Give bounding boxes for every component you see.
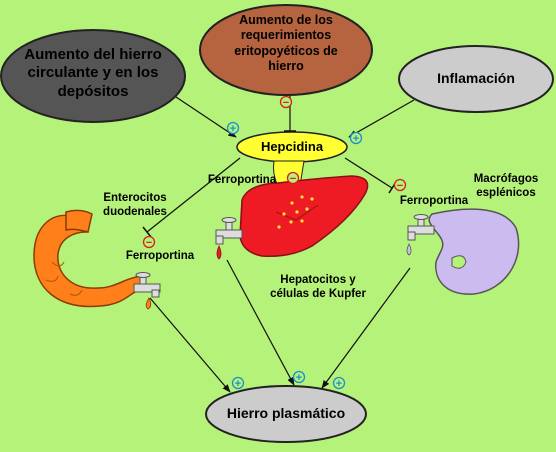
arrow-iron-to-hepcidin xyxy=(175,96,237,138)
svg-text:−: − xyxy=(283,97,289,109)
svg-text:+: + xyxy=(353,133,359,145)
arrow-liver-to-plasma xyxy=(226,259,295,386)
inhibit-hepcidin-to-enterocyte xyxy=(146,157,241,233)
svg-text:+: + xyxy=(296,372,302,384)
minus-sign-macrophage: − xyxy=(393,178,407,192)
macrophages-label: Macrófagos esplénicos xyxy=(473,173,539,200)
intestine-tap-icon xyxy=(133,272,161,310)
inhibit-bar-enterocyte xyxy=(142,226,152,238)
plus-sign-iron-stores: + xyxy=(226,121,240,135)
ferroportin-center-label: Ferroportina xyxy=(207,174,277,186)
erythropoietic-node xyxy=(199,4,373,96)
hepcidin-label: Hepcidina xyxy=(260,139,324,154)
enterocytes-label: Enterocitos duodenales xyxy=(103,192,167,219)
svg-text:+: + xyxy=(235,378,241,390)
intestine-organ xyxy=(33,209,143,308)
minus-sign-liver: − xyxy=(286,171,300,185)
svg-text:−: − xyxy=(146,237,152,249)
liver-tap-icon xyxy=(215,217,243,260)
minus-sign-erythropoietic: − xyxy=(279,95,293,109)
plus-sign-spleen: + xyxy=(332,376,346,390)
plus-sign-intestine: + xyxy=(231,376,245,390)
arrow-intestine-to-plasma xyxy=(149,297,231,393)
inflammation-label: Inflamación xyxy=(437,70,515,86)
ferroportin-right-label: Ferroportina xyxy=(399,195,469,207)
liver-organ xyxy=(239,175,369,258)
minus-sign-enterocyte: − xyxy=(142,235,156,249)
svg-text:+: + xyxy=(336,378,342,390)
iron-stores-node xyxy=(0,29,186,123)
arrow-spleen-to-plasma xyxy=(321,267,411,389)
hepatocytes-label: Hepatocitos y células de Kupfer xyxy=(270,274,366,301)
arrow-inflammation-to-hepcidin xyxy=(348,99,415,138)
inhibit-hepcidin-to-macrophage xyxy=(344,157,393,189)
svg-text:+: + xyxy=(230,123,236,135)
plus-signs: + + + + + xyxy=(226,121,363,390)
minus-signs: − − − − xyxy=(142,95,407,249)
plus-sign-inflammation: + xyxy=(349,131,363,145)
svg-text:−: − xyxy=(397,180,403,192)
inflammation-node xyxy=(398,45,554,113)
erythropoietic-label: Aumento de los requerimientos eritopoyét… xyxy=(234,13,338,73)
iron-stores-label: Aumento del hierro circulante y en los d… xyxy=(24,46,162,100)
svg-text:−: − xyxy=(290,173,296,185)
plus-sign-liver: + xyxy=(292,370,306,384)
plasma-iron-label: Hierro plasmático xyxy=(226,405,346,421)
plasma-iron-node xyxy=(205,385,367,443)
ferroportin-left-label: Ferroportina xyxy=(125,250,195,262)
spleen-tap-icon xyxy=(406,214,435,256)
spleen-organ xyxy=(428,208,520,295)
